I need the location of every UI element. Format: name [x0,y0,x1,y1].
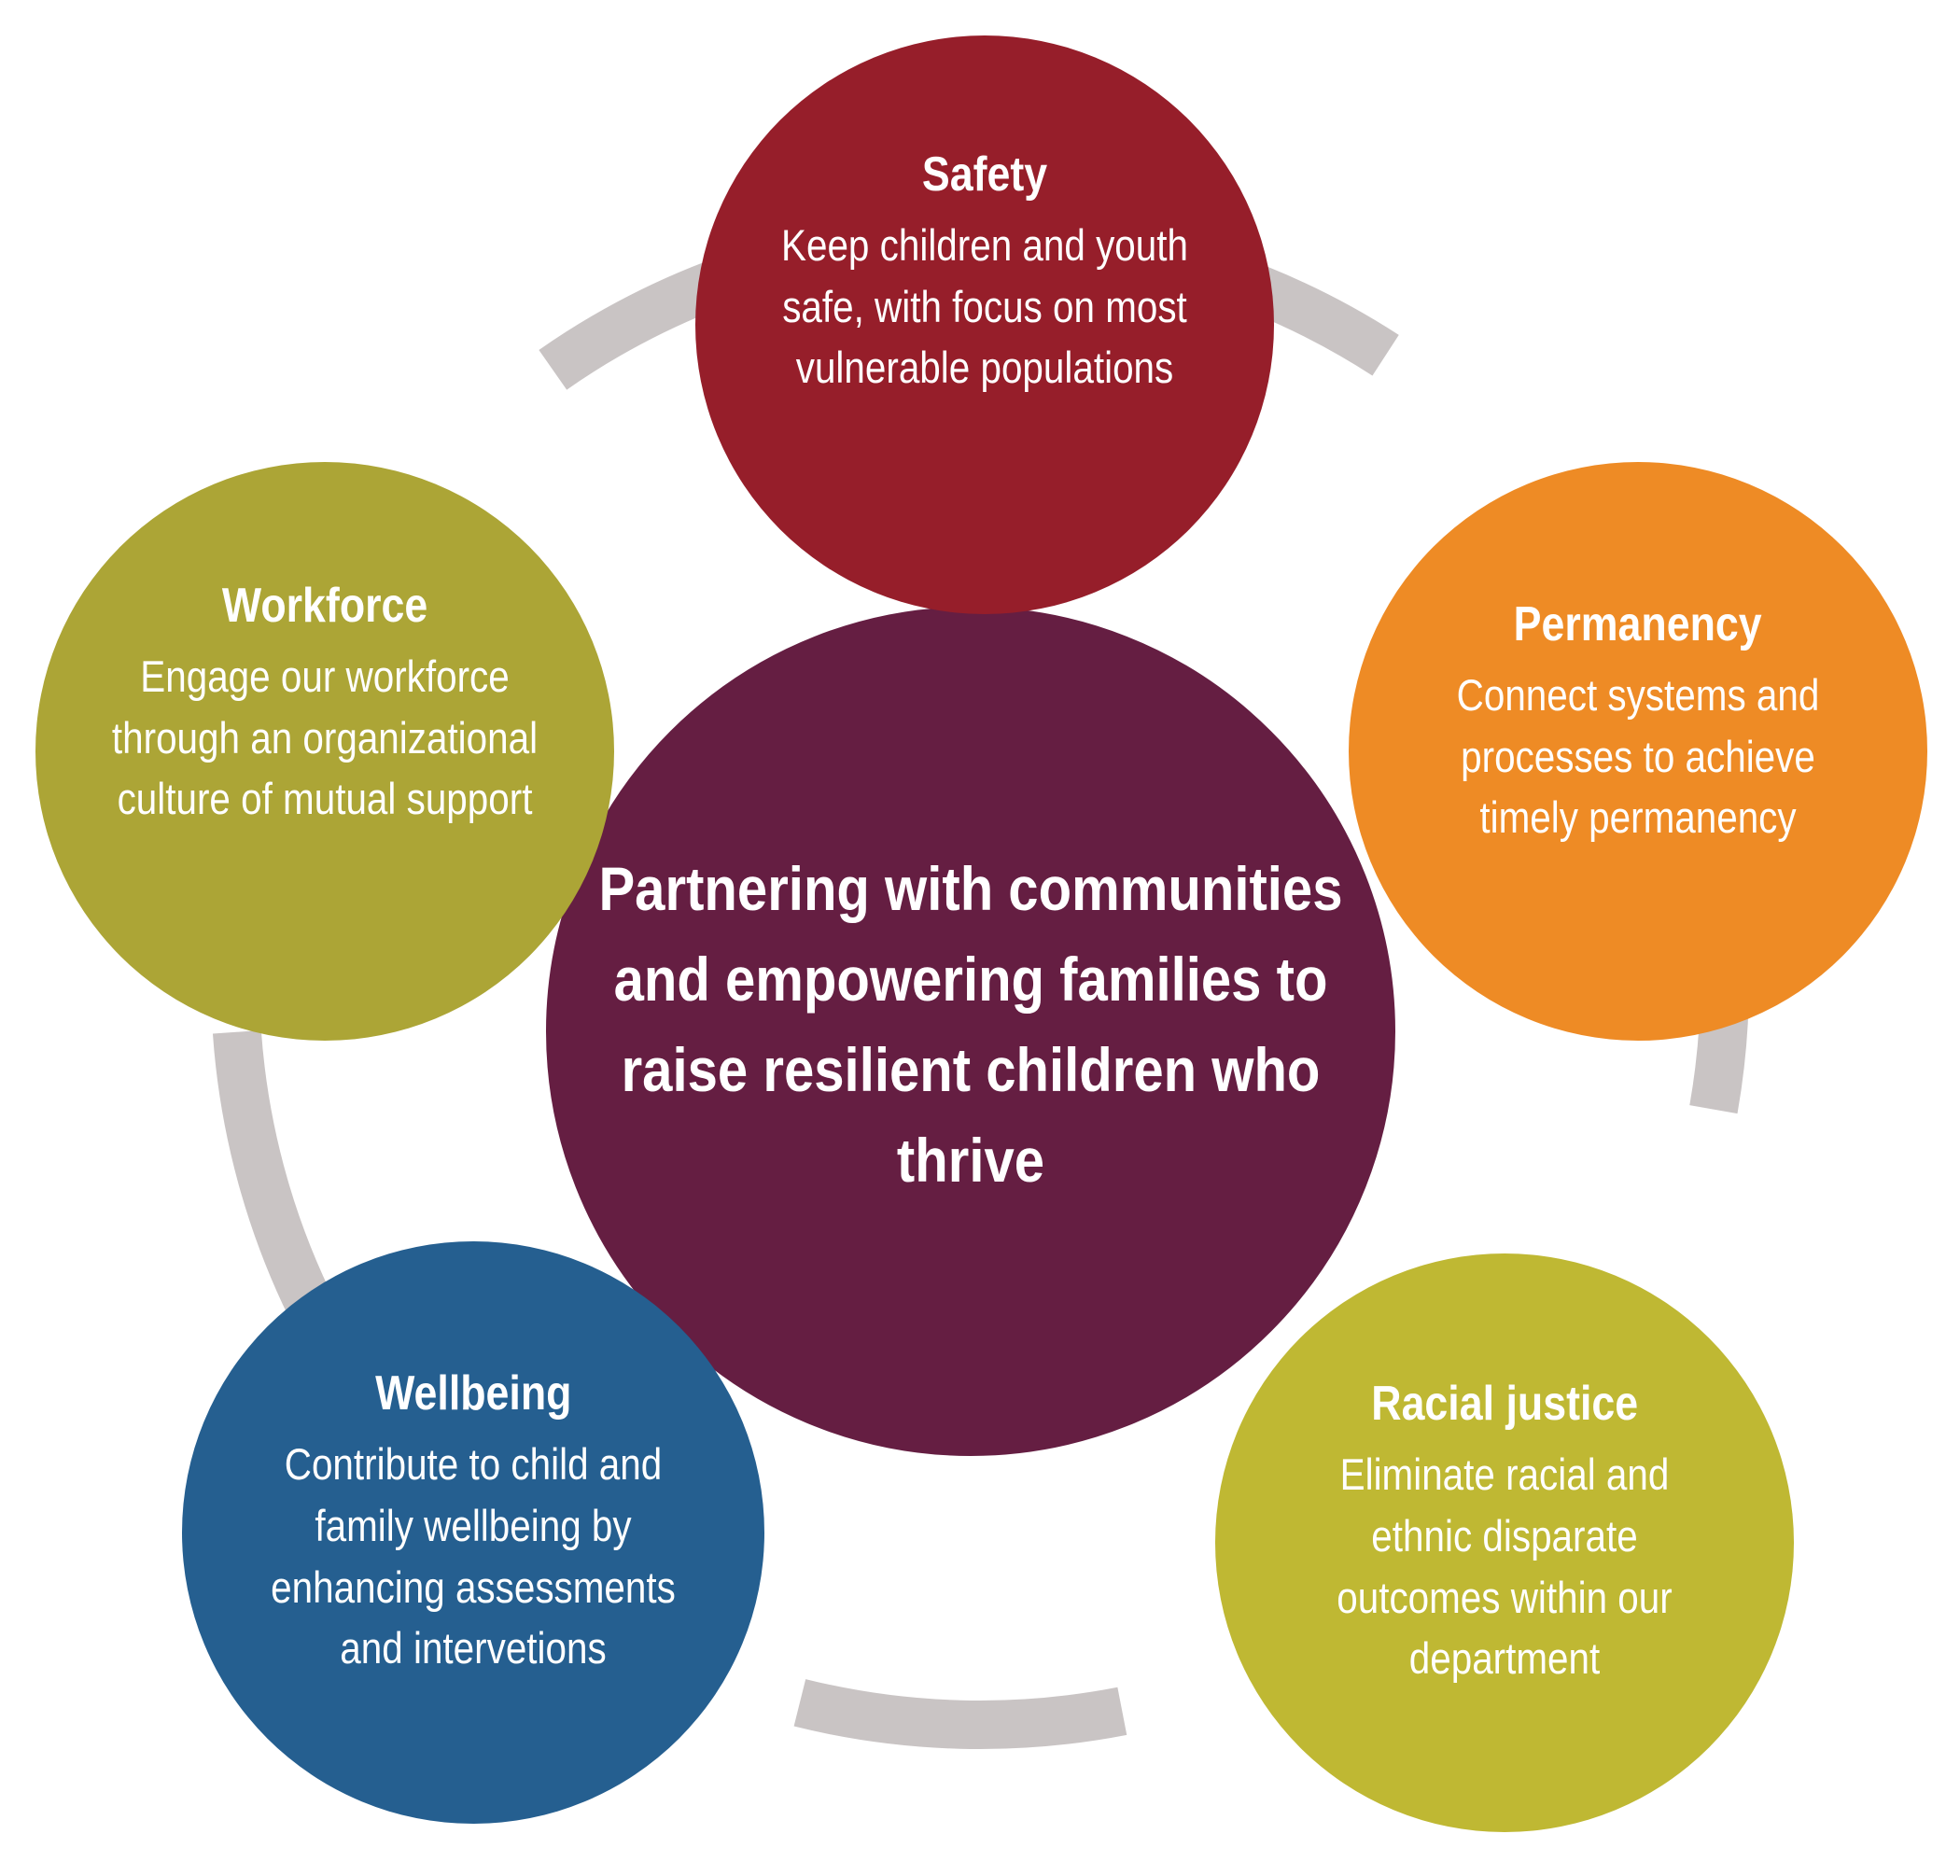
safety-title: Safety [921,147,1048,202]
wellbeing-description: Contribute to child and family wellbeing… [271,1439,676,1673]
wellbeing-title: Wellbeing [374,1365,572,1421]
workforce-description: Engage our workforce through an organiza… [111,651,539,824]
wellbeing-circle: Wellbeing Contribute to child and family… [182,1241,764,1824]
workforce-circle: Workforce Engage our workforce through a… [35,462,614,1041]
permanency-description: Connect systems and processes to achieve… [1456,669,1820,843]
workforce-title: Workforce [221,578,428,633]
safety-circle: Safety Keep children and youth safe, wit… [695,35,1274,614]
racial-justice-description: Eliminate racial and ethnic disparate ou… [1337,1449,1673,1684]
center-statement: Partnering with communities and empoweri… [598,853,1343,1196]
ring-segment-racial-justice-wellbeing [793,1679,1127,1749]
ring-segment-wellbeing-workforce [212,1029,344,1341]
racial-justice-title: Racial justice [1371,1376,1638,1431]
permanency-circle: Permanency Connect systems and processes… [1349,462,1927,1041]
safety-description: Keep children and youth safe, with focus… [781,219,1188,393]
permanency-title: Permanency [1513,596,1762,651]
racial-justice-circle: Racial justice Eliminate racial and ethn… [1215,1253,1794,1832]
